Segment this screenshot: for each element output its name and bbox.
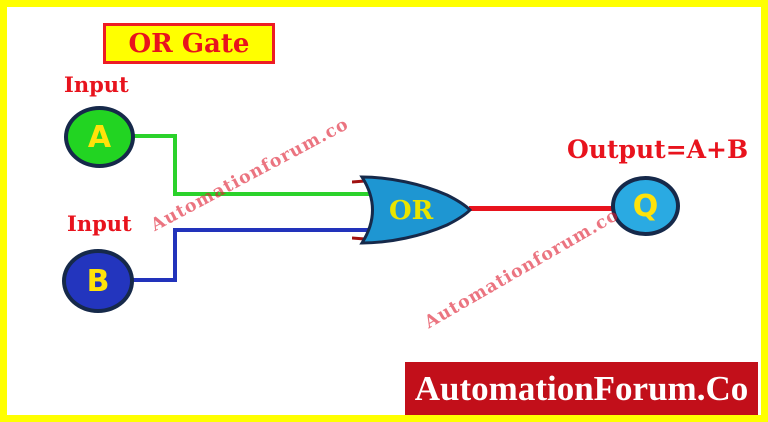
wire-a-horizontal-2 (173, 192, 371, 196)
output-caption: Output=A+B (567, 135, 749, 164)
input-node-b-letter: B (86, 263, 110, 299)
wire-b-horizontal-1 (131, 278, 177, 282)
or-gate-body (359, 175, 473, 245)
brand-logo-box: AutomationForum.Co (405, 362, 758, 415)
diagram-title-box: OR Gate (103, 23, 275, 64)
diagram-title: OR Gate (128, 28, 250, 59)
wire-output (469, 206, 613, 211)
or-gate-symbol: OR (352, 175, 473, 245)
brand-logo-text: AutomationForum.Co (414, 368, 749, 408)
input-a-caption: Input (64, 72, 129, 97)
input-node-a: A (64, 106, 135, 168)
input-node-b: B (62, 249, 134, 313)
wire-b-vertical (173, 228, 177, 282)
or-gate-label: OR (389, 196, 434, 226)
wire-a-vertical (173, 134, 177, 195)
wire-a-horizontal-1 (131, 134, 177, 138)
input-b-caption: Input (67, 211, 132, 236)
wire-b-horizontal-2 (173, 228, 371, 232)
output-node-q: Q (611, 176, 680, 236)
output-node-q-letter: Q (632, 188, 659, 224)
input-node-a-letter: A (87, 119, 112, 155)
watermark-upper: Automationforum.co (147, 114, 353, 236)
